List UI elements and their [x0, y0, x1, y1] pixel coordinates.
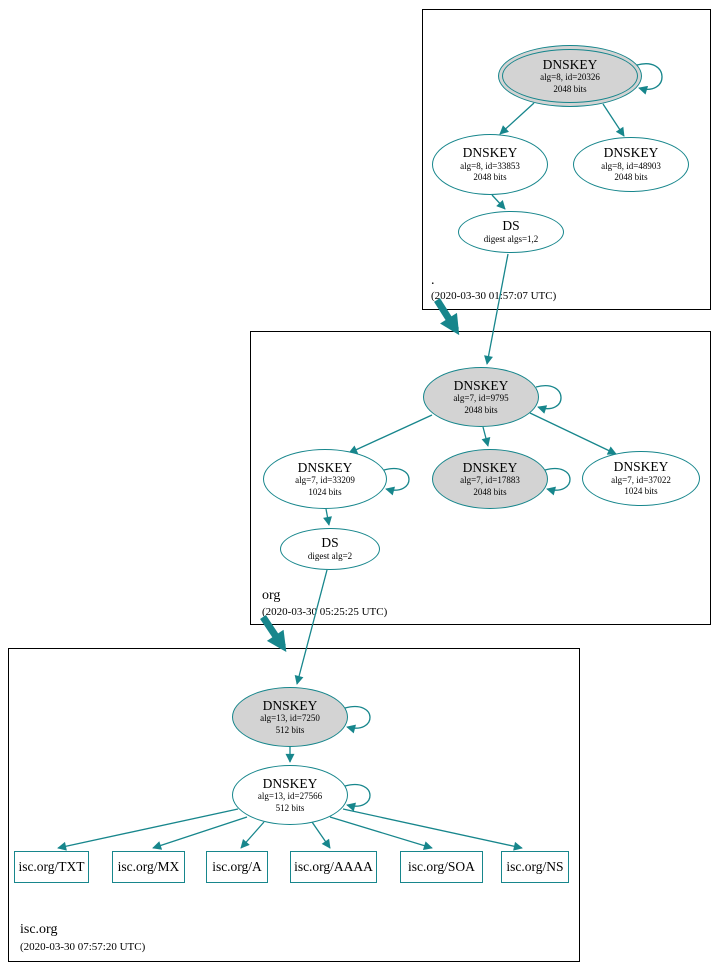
- node-alg: alg=7, id=9795: [453, 393, 509, 404]
- ds-node-isc-in-org: DS digest alg=2: [280, 528, 380, 570]
- node-alg: alg=13, id=7250: [260, 713, 320, 724]
- dnskey-node-root-zsk-33853: DNSKEY alg=8, id=33853 2048 bits: [432, 134, 548, 195]
- node-title: DNSKEY: [453, 377, 509, 393]
- ds-node-org-in-root: DS digest algs=1,2: [458, 211, 564, 253]
- node-alg: alg=8, id=48903: [601, 160, 661, 171]
- dnskey-node-org-zsk-33209: DNSKEY alg=7, id=33209 1024 bits: [263, 449, 387, 509]
- node-title: DNSKEY: [462, 459, 518, 475]
- node-bits: 512 bits: [275, 802, 305, 813]
- node-title: DS: [321, 535, 339, 551]
- zone-timestamp-isc: (2020-03-30 07:57:20 UTC): [20, 941, 146, 953]
- node-title: DNSKEY: [262, 775, 318, 791]
- node-digest: digest algs=1,2: [483, 233, 539, 244]
- zone-box-isc: [8, 648, 580, 962]
- node-title: DS: [502, 218, 520, 234]
- dnskey-node-org-ksk-17883: DNSKEY alg=7, id=17883 2048 bits: [432, 449, 548, 509]
- node-title: DNSKEY: [542, 56, 598, 72]
- dnskey-node-isc-ksk-7250: DNSKEY alg=13, id=7250 512 bits: [232, 687, 348, 747]
- node-digest: digest alg=2: [307, 550, 353, 561]
- rrset-node-mx: isc.org/MX: [112, 851, 185, 883]
- rrset-node-soa: isc.org/SOA: [400, 851, 483, 883]
- rrset-node-a: isc.org/A: [206, 851, 268, 883]
- node-title: DNSKEY: [613, 459, 669, 475]
- node-alg: alg=13, id=27566: [257, 791, 323, 802]
- dnskey-node-isc-zsk-27566: DNSKEY alg=13, id=27566 512 bits: [232, 765, 348, 825]
- node-bits: 1024 bits: [308, 486, 342, 497]
- zone-box-root: [422, 9, 711, 310]
- zone-label-org: org: [262, 588, 281, 603]
- zone-timestamp-org: (2020-03-30 05:25:25 UTC): [262, 606, 388, 618]
- node-alg: alg=8, id=33853: [460, 160, 520, 171]
- node-bits: 2048 bits: [553, 83, 587, 94]
- dnskey-node-org-zsk-37022: DNSKEY alg=7, id=37022 1024 bits: [582, 451, 700, 506]
- node-bits: 2048 bits: [473, 172, 507, 183]
- rrset-node-txt: isc.org/TXT: [14, 851, 89, 883]
- node-alg: alg=7, id=17883: [460, 475, 520, 486]
- node-bits: 1024 bits: [624, 486, 658, 497]
- node-title: DNSKEY: [262, 697, 318, 713]
- dnskey-node-root-ksk-trust-anchor: DNSKEY alg=8, id=20326 2048 bits: [498, 45, 642, 107]
- dnskey-node-root-zsk-48903: DNSKEY alg=8, id=48903 2048 bits: [573, 137, 689, 192]
- node-alg: alg=7, id=37022: [611, 474, 671, 485]
- node-bits: 2048 bits: [464, 404, 498, 415]
- node-alg: alg=8, id=20326: [540, 72, 600, 83]
- rrset-node-ns: isc.org/NS: [501, 851, 569, 883]
- node-bits: 512 bits: [275, 724, 305, 735]
- node-alg: alg=7, id=33209: [295, 475, 355, 486]
- dnskey-node-org-ksk-9795: DNSKEY alg=7, id=9795 2048 bits: [423, 367, 539, 427]
- node-bits: 2048 bits: [614, 172, 648, 183]
- node-bits: 2048 bits: [473, 486, 507, 497]
- node-title: DNSKEY: [297, 459, 353, 475]
- zone-label-isc: isc.org: [20, 922, 58, 937]
- trust-anchor-inner-ring: DNSKEY alg=8, id=20326 2048 bits: [502, 49, 638, 103]
- rrset-node-aaaa: isc.org/AAAA: [290, 851, 377, 883]
- zone-box-org: [250, 331, 711, 625]
- node-title: DNSKEY: [603, 145, 659, 161]
- zone-timestamp-root: (2020-03-30 01:57:07 UTC): [431, 290, 557, 302]
- node-title: DNSKEY: [462, 145, 518, 161]
- zone-label-root: .: [431, 273, 435, 288]
